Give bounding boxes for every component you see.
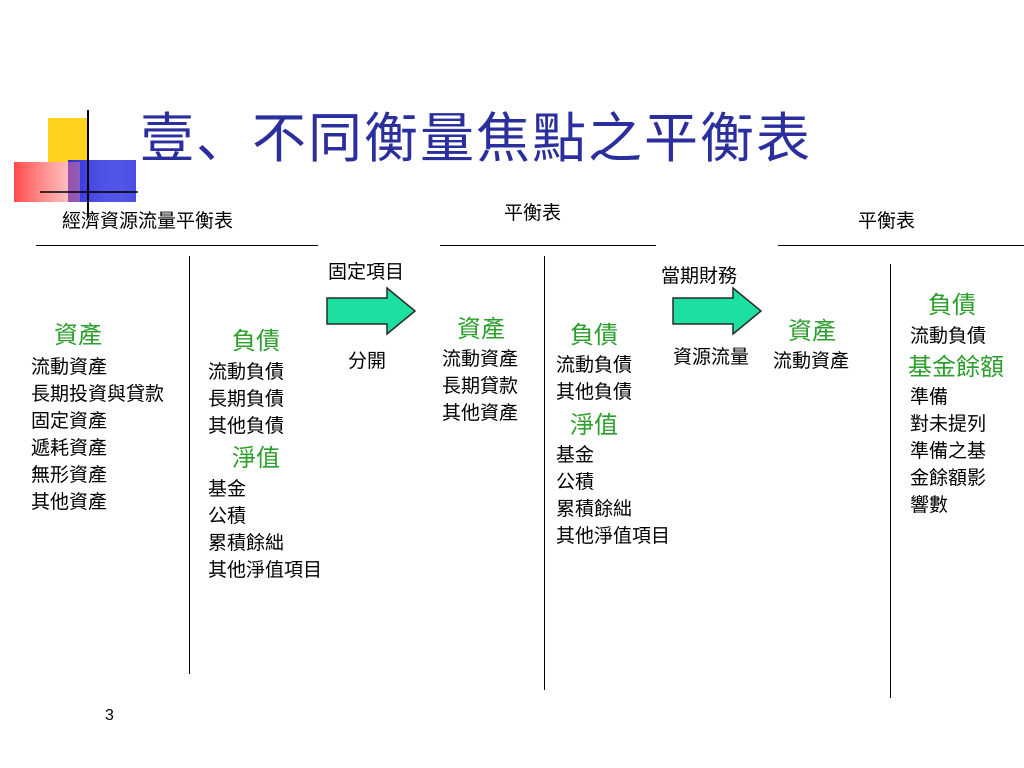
middle-table-header-rule — [440, 245, 656, 246]
list-item: 準備 — [910, 386, 949, 408]
list-item: 其他資產 — [442, 402, 519, 424]
left-table-header-rule — [36, 245, 318, 246]
right-liab-heading: 負債 — [928, 291, 976, 319]
list-item: 公積 — [208, 505, 247, 527]
right-assets-list: 流動資產 — [773, 348, 849, 375]
list-item: 遞耗資產 — [31, 437, 108, 459]
middle-table-divider — [544, 256, 545, 690]
middle-assets-list: 流動資產 長期貸款 其他資產 — [442, 346, 518, 427]
list-item: 固定資產 — [31, 410, 108, 432]
list-item: 流動資產 — [773, 350, 850, 372]
list-item: 基金 — [208, 478, 247, 500]
left-equity-list: 基金 公積 累積餘絀 其他淨值項目 — [208, 476, 322, 584]
page-number: 3 — [105, 707, 114, 724]
list-item: 無形資產 — [31, 464, 108, 486]
arrow1-bottom-label: 分開 — [348, 350, 387, 372]
left-assets-heading: 資產 — [54, 321, 102, 349]
arrow2-bottom-label: 資源流量 — [673, 346, 750, 368]
list-item: 對未提列 — [910, 413, 987, 435]
list-item: 累積餘絀 — [556, 498, 633, 520]
list-item: 流動負債 — [208, 361, 285, 383]
slide-logo-icon — [14, 110, 138, 218]
slide-title: 壹、不同衡量焦點之平衡表 — [140, 107, 812, 170]
right-fund-list: 準備 對未提列 準備之基 金餘額影 響數 — [910, 384, 986, 519]
left-liab-list: 流動負債 長期負債 其他負債 — [208, 359, 284, 440]
list-item: 準備之基 — [910, 440, 987, 462]
right-fund-heading: 基金餘額 — [908, 353, 1004, 381]
list-item: 流動負債 — [910, 325, 987, 347]
list-item: 其他負債 — [556, 381, 633, 403]
list-item: 流動資產 — [31, 356, 108, 378]
list-item: 流動負債 — [556, 354, 633, 376]
list-item: 其他淨值項目 — [556, 525, 671, 547]
list-item: 基金 — [556, 444, 595, 466]
middle-equity-list: 基金 公積 累積餘絀 其他淨值項目 — [556, 442, 670, 550]
list-item: 累積餘絀 — [208, 532, 285, 554]
left-table-divider — [189, 256, 190, 674]
right-table-header-rule — [778, 245, 1024, 246]
list-item: 其他負債 — [208, 415, 285, 437]
list-item: 流動資產 — [442, 348, 519, 370]
list-item: 長期貸款 — [442, 375, 519, 397]
list-item: 長期投資與貸款 — [31, 383, 165, 405]
right-table-header: 平衡表 — [858, 210, 916, 232]
right-liab-list: 流動負債 — [910, 323, 986, 350]
middle-liab-heading: 負債 — [570, 321, 618, 349]
arrow2-top-label: 當期財務 — [661, 265, 738, 287]
list-item: 長期負債 — [208, 388, 285, 410]
middle-assets-heading: 資產 — [457, 315, 505, 343]
middle-equity-heading: 淨值 — [570, 411, 618, 439]
right-arrow-icon — [672, 286, 763, 336]
list-item: 響數 — [910, 494, 949, 516]
left-equity-heading: 淨值 — [232, 444, 280, 472]
list-item: 金餘額影 — [910, 467, 987, 489]
list-item: 公積 — [556, 471, 595, 493]
left-table-header: 經濟資源流量平衡表 — [62, 210, 234, 232]
right-arrow-icon — [326, 286, 417, 336]
left-liab-heading: 負債 — [232, 327, 280, 355]
arrow1-top-label: 固定項目 — [328, 261, 405, 283]
left-assets-list: 流動資產 長期投資與貸款 固定資產 遞耗資產 無形資產 其他資產 — [31, 354, 164, 516]
list-item: 其他淨值項目 — [208, 559, 323, 581]
middle-liab-list: 流動負債 其他負債 — [556, 352, 632, 406]
right-table-divider — [890, 264, 891, 698]
middle-table-header: 平衡表 — [504, 202, 562, 224]
right-assets-heading: 資產 — [788, 317, 836, 345]
list-item: 其他資產 — [31, 491, 108, 513]
